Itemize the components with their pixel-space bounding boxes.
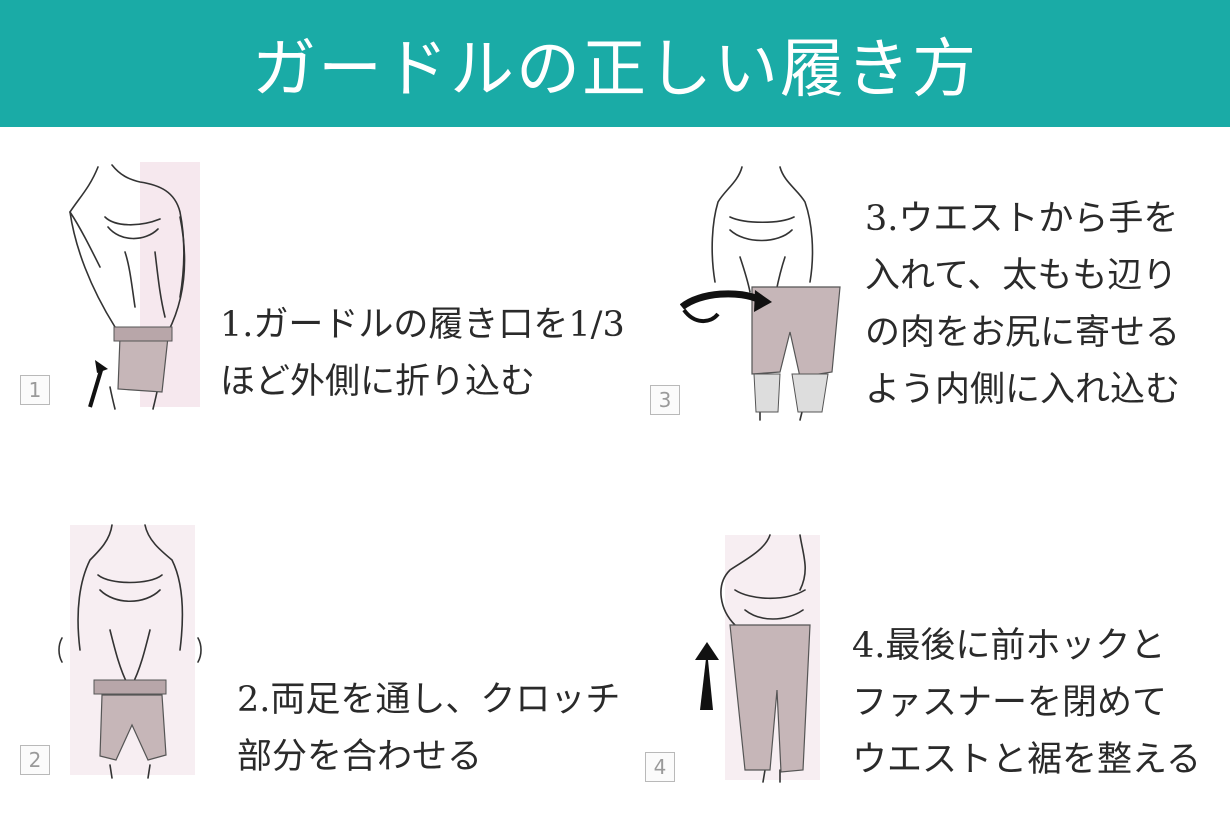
step-1: 1 1.ガードルの履き口を1/3 ほど外側に折り込む (0, 127, 625, 457)
step-text-line: 3.ウエストから手を (865, 199, 1179, 239)
step-4-illustration (685, 530, 845, 785)
step-text-line: よう内側に入れ込む (865, 370, 1181, 410)
page-title: ガードルの正しい履き方 (252, 32, 978, 107)
step-4: 4 4.最後に前ホックと ファスナーを閉めて ウエストと裾を整える (640, 500, 1230, 810)
step-badge: 1 (20, 375, 50, 405)
step-text-line: ファスナーを閉めて (852, 683, 1168, 723)
step-text-line: 部分を合わせる (237, 737, 483, 777)
step-1-text: 1.ガードルの履き口を1/3 ほど外側に折り込む (220, 297, 625, 411)
step-text-line: ほど外側に折り込む (220, 362, 536, 402)
step-1-illustration (50, 157, 210, 412)
step-badge: 3 (650, 385, 680, 415)
step-text-line: 2.両足を通し、クロッチ (237, 680, 621, 720)
step-badge: 4 (645, 752, 675, 782)
step-4-text: 4.最後に前ホックと ファスナーを閉めて ウエストと裾を整える (852, 618, 1201, 789)
step-2-text: 2.両足を通し、クロッチ 部分を合わせる (237, 672, 620, 786)
step-text-line: 4.最後に前ホックと (852, 626, 1166, 666)
step-3: 3 3.ウエストから手を 入れて、太もも辺り の肉をお尻に寄せる よう内側に入れ… (640, 127, 1230, 457)
step-text-line: ウエストと裾を整える (852, 740, 1201, 780)
step-badge: 2 (20, 745, 50, 775)
step-text-line: 1.ガードルの履き口を1/3 (220, 305, 625, 345)
step-text-line: の肉をお尻に寄せる (865, 313, 1181, 353)
step-2: 2 2.両足を通し、クロッチ 部分を合わせる (0, 500, 640, 810)
step-2-illustration (50, 520, 210, 780)
step-3-illustration (680, 162, 850, 422)
title-banner: ガードルの正しい履き方 (0, 0, 1230, 127)
step-text-line: 入れて、太もも辺り (865, 256, 1178, 296)
step-3-text: 3.ウエストから手を 入れて、太もも辺り の肉をお尻に寄せる よう内側に入れ込む (865, 191, 1180, 419)
